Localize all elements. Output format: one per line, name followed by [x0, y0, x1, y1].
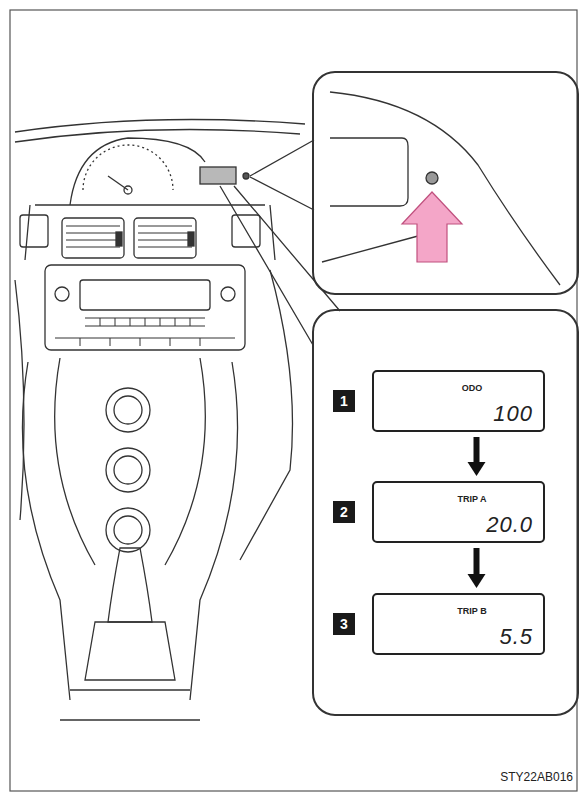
callout-number: 2	[333, 501, 355, 523]
meter-hood	[70, 138, 205, 205]
audio-knob	[221, 287, 235, 301]
meter-reading: 100	[493, 403, 533, 425]
mode-name: TRIP B	[457, 607, 486, 616]
meter-reading: 5.5	[499, 626, 533, 648]
center-vent	[62, 218, 124, 258]
display-panel: TRIP A 20.0	[372, 481, 545, 543]
control-knob	[106, 448, 150, 492]
shifter-base	[60, 622, 200, 720]
control-knob	[114, 456, 142, 484]
sequence-arrow	[474, 437, 480, 462]
leader-to-inset	[250, 140, 314, 210]
cluster-edge	[322, 236, 418, 262]
control-knob	[106, 388, 150, 432]
audio-display	[80, 280, 210, 310]
side-vent	[20, 215, 48, 247]
side-vent	[232, 215, 260, 247]
figure-code: STY22AB016	[500, 771, 573, 783]
console-outer	[190, 362, 238, 700]
display-frame	[313, 310, 578, 715]
sequence-arrow	[474, 548, 480, 574]
illustration-lines	[10, 10, 578, 791]
console-top	[25, 205, 275, 260]
callout-number: 1	[333, 390, 355, 412]
vent-slats	[66, 226, 192, 247]
control-knob	[106, 508, 150, 552]
speedometer-scale	[83, 145, 173, 190]
cluster-edge	[330, 92, 560, 285]
inset-frame	[313, 72, 578, 294]
mode-name: ODO	[462, 384, 483, 393]
audio-buttons	[85, 318, 205, 326]
display-panel: TRIP B 5.5	[372, 593, 545, 655]
odometer-display	[200, 167, 236, 184]
cluster-window	[330, 138, 408, 206]
callout-number: 3	[333, 613, 355, 635]
control-knob	[114, 396, 142, 424]
needle	[108, 176, 128, 190]
console-side	[55, 358, 95, 565]
console-side	[165, 358, 205, 565]
press-arrow	[402, 192, 462, 262]
odo-button	[243, 173, 249, 179]
audio-buttons	[55, 338, 235, 346]
center-vent	[134, 218, 196, 258]
panel-lines	[15, 270, 293, 560]
vent-tab	[116, 232, 122, 246]
meter-reading: 20.0	[486, 514, 533, 536]
gear-shifter	[108, 548, 152, 622]
mode-name: TRIP A	[458, 495, 487, 504]
audio-unit	[45, 265, 245, 350]
control-knob	[114, 516, 142, 544]
display-panel: ODO 100	[372, 370, 545, 432]
odo-button	[426, 172, 438, 184]
console-outer	[22, 362, 70, 700]
audio-knob	[55, 287, 69, 301]
vent-tab	[188, 232, 194, 246]
outer-frame	[10, 10, 577, 791]
